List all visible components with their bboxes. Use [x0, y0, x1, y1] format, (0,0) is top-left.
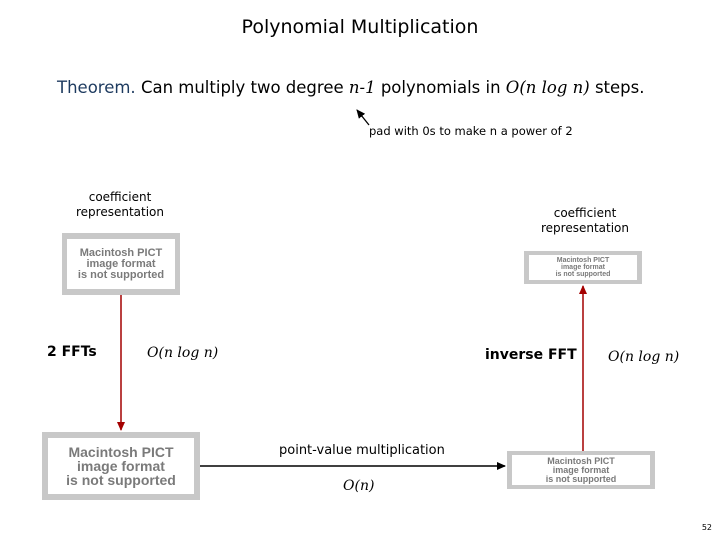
pict-text-2: image format [86, 257, 156, 270]
inverse-fft-label: inverse FFT [485, 347, 577, 363]
page-title: Polynomial Multiplication [241, 16, 479, 38]
theorem-text-before: Can multiply two degree [140, 78, 349, 97]
pad-note-pointer [356, 109, 370, 126]
right-caption-line-2: representation [540, 221, 629, 235]
pict-text-3: is not supported [77, 268, 165, 281]
theorem-degree: n-1 [348, 78, 376, 97]
right-caption-line-1: coefficient [553, 206, 617, 220]
ffts-label: 2 FFTs [47, 344, 97, 360]
pict-text-3: is not supported [545, 473, 617, 484]
pict-text-2: image format [561, 264, 605, 271]
pict-text-1: Macintosh PICT [556, 257, 610, 264]
pict-top-right: Macintosh PICT image format is not suppo… [524, 251, 642, 284]
pict-bottom-right: Macintosh PICT image format is not suppo… [507, 451, 655, 489]
right-coefficient-caption: coefficient representation [525, 206, 645, 236]
pict-text-3: is not supported [555, 271, 611, 278]
left-caption-line-1: coefficient [88, 190, 152, 204]
theorem-statement: Theorem. Can multiply two degree n-1 pol… [57, 78, 645, 97]
theorem-label: Theorem. [57, 78, 136, 97]
right-complexity: O(n log n) [608, 349, 680, 365]
pict-text-3: is not supported [66, 472, 176, 488]
pict-text-1: Macintosh PICT [79, 246, 163, 259]
page-number: 52 [701, 523, 712, 532]
pad-note: pad with 0s to make n a power of 2 [369, 124, 573, 138]
pict-text-2: image format [77, 458, 165, 474]
pict-text-1: Macintosh PICT [68, 444, 174, 460]
pict-bottom-left: Macintosh PICT image format is not suppo… [42, 432, 200, 500]
theorem-text-mid: polynomials in [375, 78, 506, 97]
pointvalue-label: point-value multiplication [279, 443, 445, 458]
theorem-complexity: O(n log n) [505, 78, 590, 97]
left-complexity: O(n log n) [147, 345, 219, 361]
pict-text-2: image format [552, 464, 610, 475]
theorem-text-after: steps. [589, 78, 645, 97]
left-caption-line-2: representation [75, 205, 164, 219]
pointvalue-complexity: O(n) [343, 478, 375, 494]
left-coefficient-caption: coefficient representation [60, 190, 180, 220]
pict-top-left: Macintosh PICT image format is not suppo… [62, 233, 180, 295]
pict-text-1: Macintosh PICT [547, 455, 615, 466]
